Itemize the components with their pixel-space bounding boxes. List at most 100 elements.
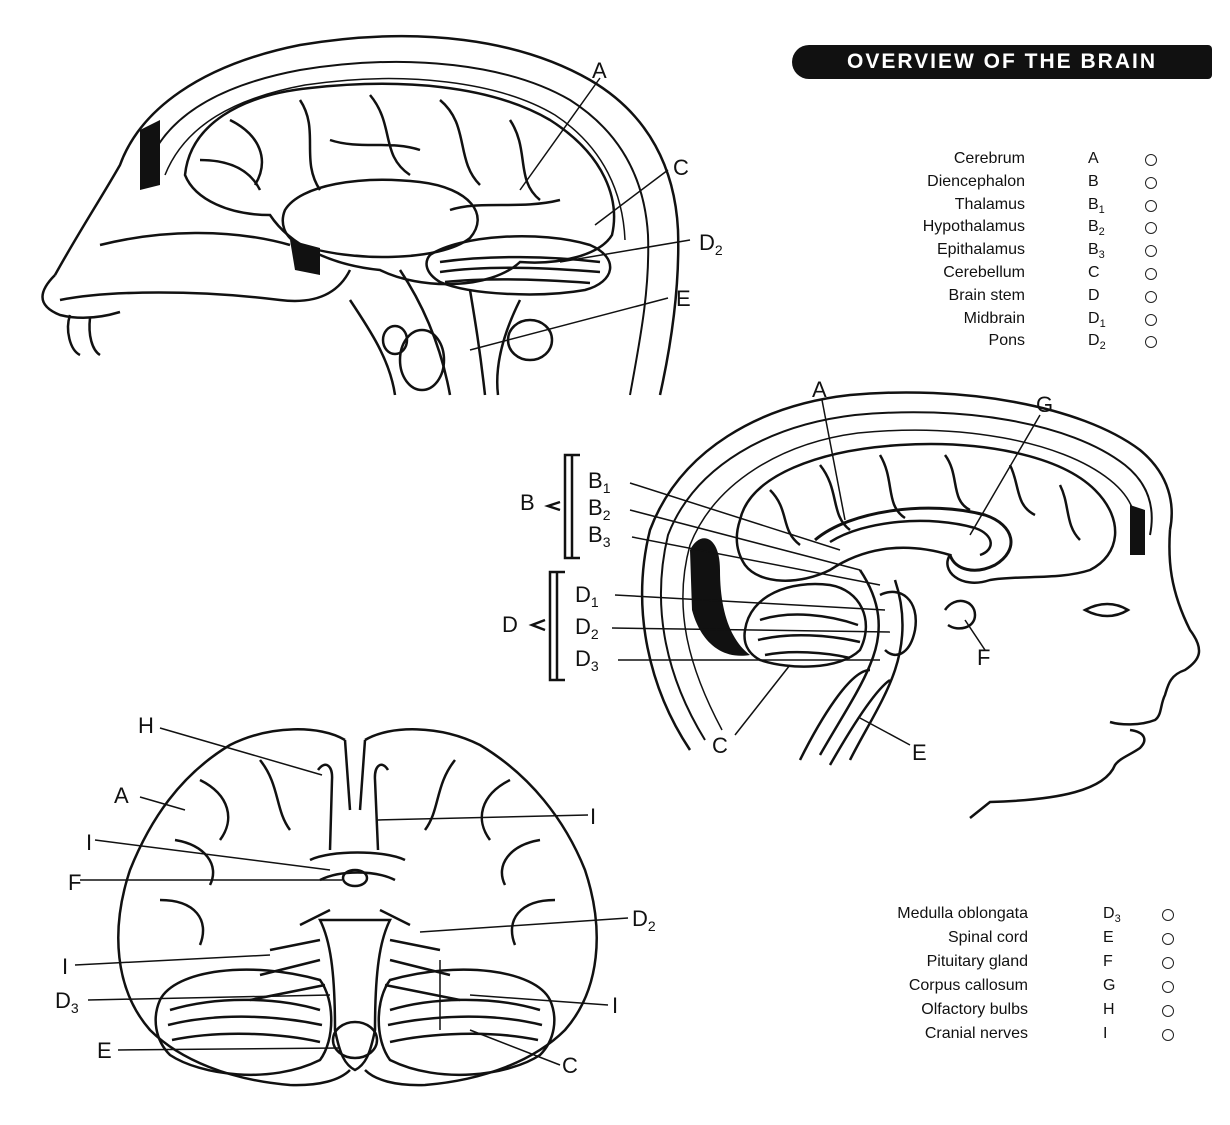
legend-code-letter: B [1088,241,1099,259]
sagittal-label-E: E [912,740,927,765]
inferior-label-I3: I [62,954,68,979]
inferior-label-I2: I [590,804,596,829]
legend-checkbox-circle[interactable] [1145,290,1157,303]
legend-checkbox-circle[interactable] [1145,336,1157,349]
sagittal-label-D: D [502,612,518,637]
inferior-label-I1: I [86,830,92,855]
sagittal-label-B: B [520,490,535,515]
sagittal-brainstem [818,569,904,761]
sagittal-label-D2: D2 [575,614,599,642]
legend-code: C [1088,264,1100,282]
sagittal-label-F: F [977,645,990,670]
legend-code: D1 [1088,310,1106,330]
legend-code: F [1103,953,1113,971]
legend-code-letter: H [1103,1001,1115,1018]
corpus-callosum [814,506,1013,572]
legend-code-subscript: 1 [1099,317,1106,330]
inferior-pituitary [341,868,369,888]
legend-checkbox-circle[interactable] [1145,199,1157,212]
skull-outer-outline [53,34,680,396]
lateral-label-A: A [592,58,607,83]
legend-name: Pons [988,332,1025,350]
inferior-label-I4: I [612,993,618,1018]
legend-checkbox-circle[interactable] [1145,245,1157,258]
inferior-label-A: A [114,783,129,808]
legend-code: B1 [1088,196,1105,216]
nose-outline [41,274,121,320]
face-profile [969,529,1201,819]
sagittal-label-B2: B2 [588,495,611,523]
legend-name: Cerebellum [943,264,1025,281]
legend-code-subscript: 1 [1098,203,1105,216]
legend-code-subscript: 2 [1098,226,1105,239]
legend-name: Olfactory bulbs [921,1001,1028,1018]
legend-checkbox-circle[interactable] [1162,909,1174,921]
legend-code: D2 [1088,332,1106,352]
legend-row: Pons D2 [860,332,1190,354]
legend-code-subscript: 2 [1099,340,1106,353]
olfactory-bulb-left [316,763,334,851]
legend-code-letter: B [1088,218,1099,236]
legend-code: H [1103,1001,1115,1019]
legend-row: Thalamus B1 [860,196,1190,218]
legend-code: B2 [1088,218,1105,238]
legend-name: Thalamus [954,195,1025,213]
legend-checkbox-circle[interactable] [1162,981,1174,993]
legend-code-letter: D [1088,332,1100,350]
sagittal-cerebrum [735,442,1117,584]
legend-code: B [1088,173,1099,191]
legend-code: A [1088,150,1099,168]
legend-code-letter: G [1103,977,1116,994]
legend-checkbox-circle[interactable] [1162,933,1174,945]
sagittal-brain-view: A G B B1 B2 B3 D D1 D2 D3 F C E [502,377,1201,819]
legend-code-subscript: 3 [1098,249,1105,262]
legend-name: Diencephalon [927,172,1025,190]
legend-code-letter: E [1103,929,1114,946]
legend-name: Cranial nerves [924,1025,1028,1042]
sagittal-label-G: G [1036,392,1053,417]
legend-name: Spinal cord [947,929,1028,946]
legend-name: Midbrain [963,309,1025,327]
legend-name: Epithalamus [936,241,1025,259]
legend-row: Spinal cord E [820,929,1190,951]
legend-code-letter: C [1088,264,1100,281]
legend-code: E [1103,929,1114,947]
sagittal-label-A: A [812,377,827,402]
inferior-label-F: F [68,870,81,895]
inferior-cerebellum-right [377,968,556,1076]
legend-checkbox-circle[interactable] [1162,1029,1174,1041]
sagittal-label-D3: D3 [575,646,599,674]
legend-row: Midbrain D1 [860,310,1190,332]
skull-inner-outline [149,60,650,396]
legend-code-letter: D [1103,905,1115,922]
legend-row: Cerebrum A [860,150,1190,172]
bracket-B [563,453,580,560]
bracket-D [548,570,565,682]
legend-checkbox-circle[interactable] [1145,176,1157,189]
legend-checkbox-circle[interactable] [1145,313,1157,326]
legend-name: Cerebrum [953,150,1025,167]
inferior-label-H: H [138,713,154,738]
sagittal-label-B1: B1 [588,468,611,496]
legend-checkbox-circle[interactable] [1145,268,1157,280]
title-banner: OVERVIEW OF THE BRAIN [792,45,1212,79]
sagittal-cerebellum [743,582,868,668]
legend-checkbox-circle[interactable] [1145,154,1157,166]
inferior-label-D3: D3 [55,988,79,1016]
pituitary-gland [943,599,977,630]
page-title: OVERVIEW OF THE BRAIN [847,50,1157,73]
legend-checkbox-circle[interactable] [1162,1005,1174,1017]
legend-row: Olfactory bulbs H [820,1001,1190,1023]
right-hemisphere [364,728,598,1087]
sagittal-label-C: C [712,733,728,758]
legend-checkbox-circle[interactable] [1145,222,1157,235]
left-hemisphere [117,728,351,1087]
legend-checkbox-circle[interactable] [1162,957,1174,969]
